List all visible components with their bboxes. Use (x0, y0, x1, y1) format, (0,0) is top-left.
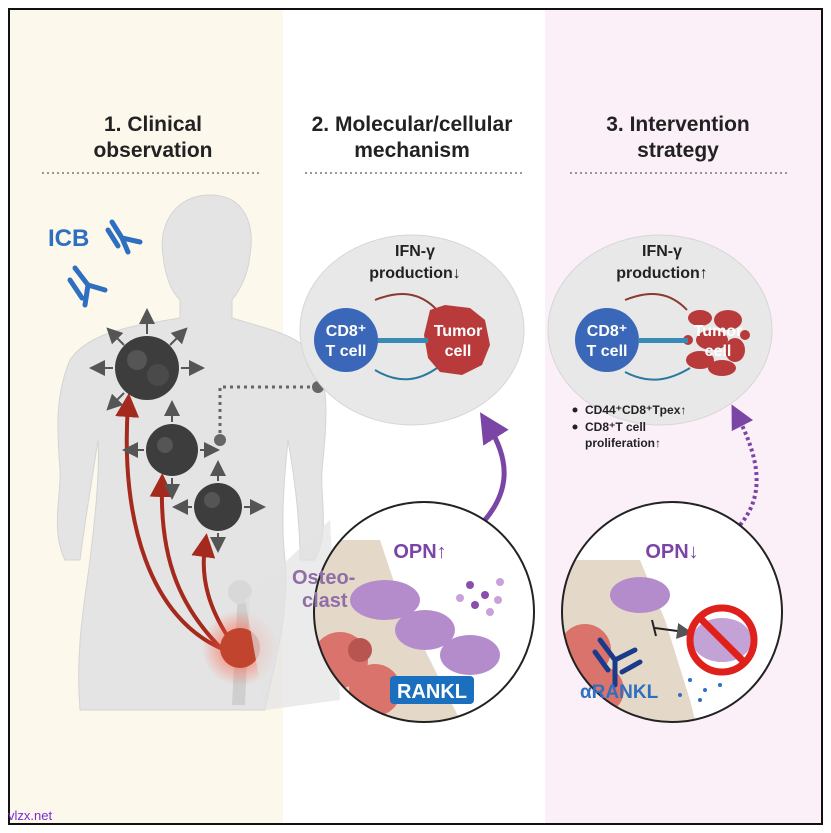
ifn-label-line1: IFN-γ (642, 243, 682, 260)
ifn-label-line1: IFN-γ (395, 243, 435, 260)
cd8-label-line1: CD8⁺ (587, 323, 627, 340)
tumor-label-line2: cell (445, 343, 472, 360)
tumor-label-line2: cell (705, 343, 732, 360)
cd8-t-cell (314, 308, 378, 372)
bone-zoom-circle (313, 501, 535, 723)
bone-zoom-circle (561, 501, 783, 723)
tumor-microenvironment (547, 234, 773, 426)
purple-feedback-arrow (480, 412, 509, 522)
opn-label: OPN↑ (393, 541, 446, 563)
osteoclast-label-line1: Osteo- (292, 567, 355, 589)
ifn-label-line2: production↓ (369, 265, 461, 282)
bullet-proliferation-line1: CD8⁺T cell (585, 420, 646, 434)
bone-tumor (220, 628, 260, 668)
tcr-interaction (638, 338, 688, 343)
signal-arrow (374, 367, 438, 381)
osteoclast-label-line2: clast (302, 590, 348, 612)
bullet-tpex: CD44⁺CD8⁺Tpex↑ (585, 403, 686, 417)
inhibition-arrow (651, 619, 693, 639)
tumor-label-line1: Tumor (694, 323, 743, 340)
result-bullets: CD44⁺CD8⁺Tpex↑ CD8⁺T cell proliferation↑ (572, 403, 686, 450)
rankl-label: RANKL (397, 681, 467, 703)
rankl-molecules (678, 678, 722, 702)
tumor-label-line1: Tumor (434, 323, 483, 340)
cd8-label-line2: T cell (587, 343, 628, 360)
bullet-proliferation-line2: proliferation↑ (585, 436, 661, 450)
outer-border (8, 8, 823, 825)
spreading-arrows (89, 308, 266, 553)
tumor-cell (424, 305, 490, 375)
cd8-label-line2: T cell (326, 343, 367, 360)
panel-3-title-line2: strategy (637, 139, 719, 162)
opn-molecules (456, 578, 504, 616)
anti-rankl-antibody-icon (592, 637, 643, 688)
tumor-mass-2 (146, 424, 198, 476)
zoom-cone (245, 520, 340, 710)
fragmented-tumor-cell (683, 310, 750, 376)
panel-3-title-line1: 3. Intervention (606, 113, 750, 136)
tcr-interaction (378, 338, 428, 343)
panel-2-title-line2: mechanism (354, 139, 470, 162)
antibody-icon (67, 219, 143, 308)
purple-dotted-arrow (731, 404, 759, 527)
tumor-mass-1 (115, 336, 179, 400)
anti-rankl-label: αRANKL (580, 682, 659, 703)
opn-label: OPN↓ (645, 541, 698, 563)
tumor-mass-3 (194, 483, 242, 531)
osteoclast-cells (350, 580, 500, 675)
ifn-label-line2: production↑ (616, 265, 708, 282)
signal-arrow (624, 367, 691, 381)
icb-label: ICB (48, 225, 89, 252)
femur-head (228, 580, 252, 604)
watermark: vlzx.net (8, 808, 53, 823)
prohibited-icon (686, 604, 758, 676)
rankl-badge (390, 676, 474, 704)
panel-2-title-line1: 2. Molecular/cellular (312, 113, 513, 136)
connector-dot (214, 434, 226, 446)
signal-arrow (624, 293, 688, 311)
osteoclast-cell (610, 577, 670, 613)
panel-1-title-line2: observation (93, 139, 212, 162)
cd8-label-line1: CD8⁺ (326, 323, 366, 340)
panel-1-title-line1: 1. Clinical (104, 113, 202, 136)
tumor-microenvironment (299, 234, 525, 426)
cd8-t-cell (575, 308, 639, 372)
signal-arrow (374, 293, 438, 311)
